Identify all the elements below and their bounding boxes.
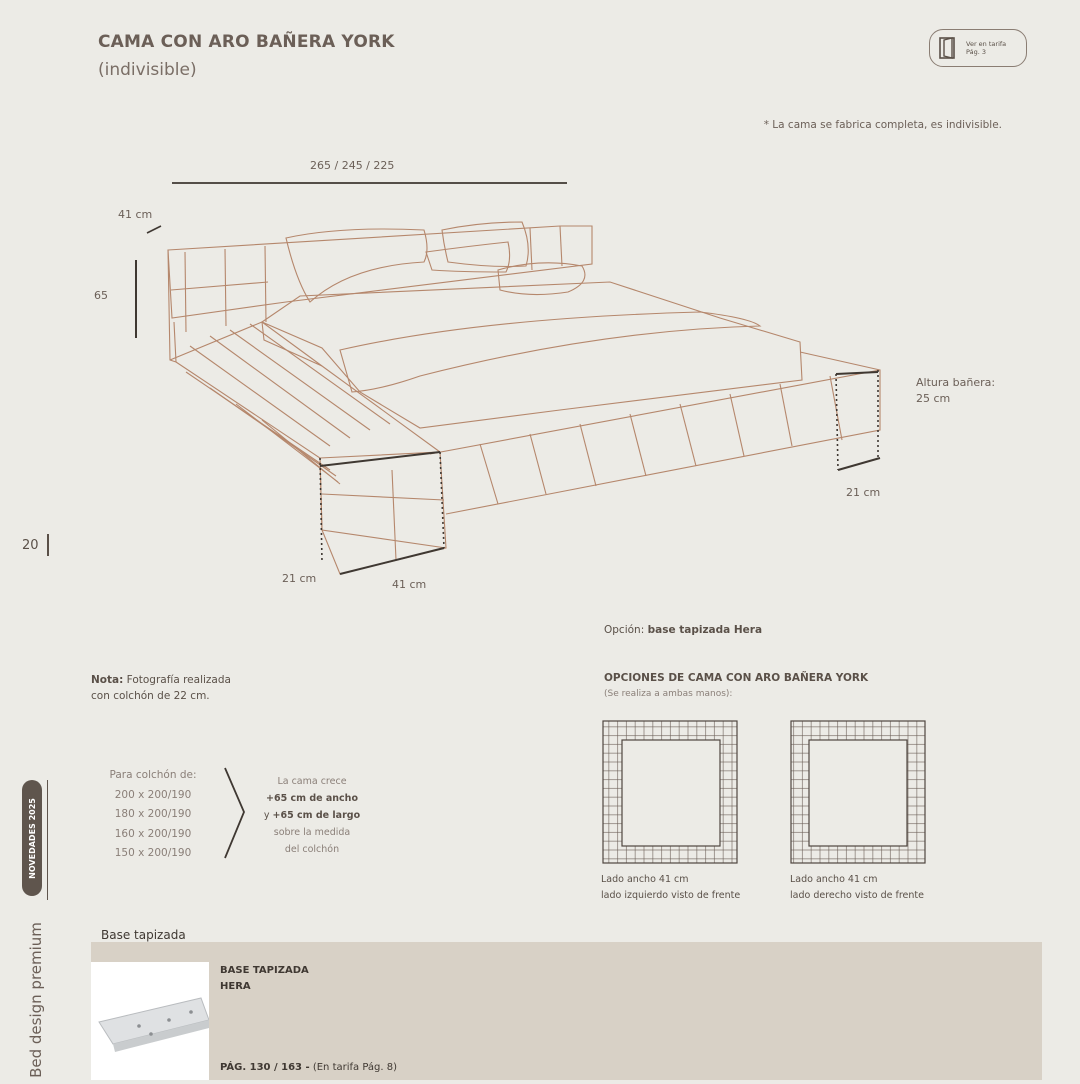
base-product-image	[91, 962, 210, 1080]
right-frame-diagram	[790, 720, 926, 864]
mattress-heading: Para colchón de:	[109, 769, 197, 781]
right-foot-dimension: 21 cm	[846, 486, 881, 499]
mattress-size: 200 x 200/190	[114, 788, 192, 801]
tub-height-label: Altura bañera:	[916, 376, 996, 389]
front-foot-width-dimension: 41 cm	[392, 578, 427, 591]
base-product-band	[91, 942, 1042, 1080]
base-product-name: BASE TAPIZADA HERA	[220, 965, 309, 992]
left-option-caption: Lado ancho 41 cm lado izquierdo visto de…	[601, 874, 741, 901]
options-subtitle: (Se realiza a ambas manos):	[604, 689, 733, 699]
right-option-caption: Lado ancho 41 cm lado derecho visto de f…	[790, 874, 924, 901]
indivisible-note: * La cama se fabrica completa, es indivi…	[763, 119, 1002, 131]
tub-height-value: 25 cm	[916, 392, 951, 405]
photo-note: Nota: Fotografía realizada con colchón d…	[91, 674, 231, 702]
brand-vertical-text: Bed design premium	[27, 922, 45, 1078]
width-dimensions: 265 / 245 / 225	[310, 159, 395, 172]
page-number: 20	[22, 538, 39, 553]
chevron-right-icon	[224, 767, 245, 859]
base-section-label: Base tapizada	[101, 928, 186, 942]
mattress-size: 180 x 200/190	[114, 808, 192, 820]
novedades-badge: NOVEDADES 2025	[22, 780, 42, 896]
option-text: Opción: base tapizada Hera	[604, 624, 763, 636]
mattress-sizes: Para colchón de: 200 x 200/190 180 x 200…	[90, 766, 216, 864]
sidebar-rule	[47, 780, 49, 900]
options-title: OPCIONES DE CAMA CON ARO BAÑERA YORK	[604, 672, 869, 684]
page-title: CAMA CON ARO BAÑERA YORK	[98, 32, 395, 52]
mattress-size: 150 x 200/190	[114, 847, 192, 859]
bed-growth-note: La cama crece +65 cm de ancho y +65 cm d…	[263, 776, 361, 855]
height-dimension: 65	[94, 289, 108, 302]
frame-options-diagrams	[602, 720, 926, 864]
page-number-rule	[47, 534, 49, 556]
front-foot-height-dimension: 21 cm	[282, 572, 317, 585]
door-book-icon	[939, 37, 955, 59]
mattress-size: 160 x 200/190	[114, 827, 192, 840]
page-subtitle: (indivisible)	[98, 60, 197, 80]
left-frame-diagram	[602, 720, 738, 864]
base-product-pages: PÁG. 130 / 163 - (En tarifa Pág. 8)	[220, 1062, 398, 1073]
bed-illustration	[135, 182, 881, 575]
side-width-dimension: 41 cm	[118, 208, 153, 221]
